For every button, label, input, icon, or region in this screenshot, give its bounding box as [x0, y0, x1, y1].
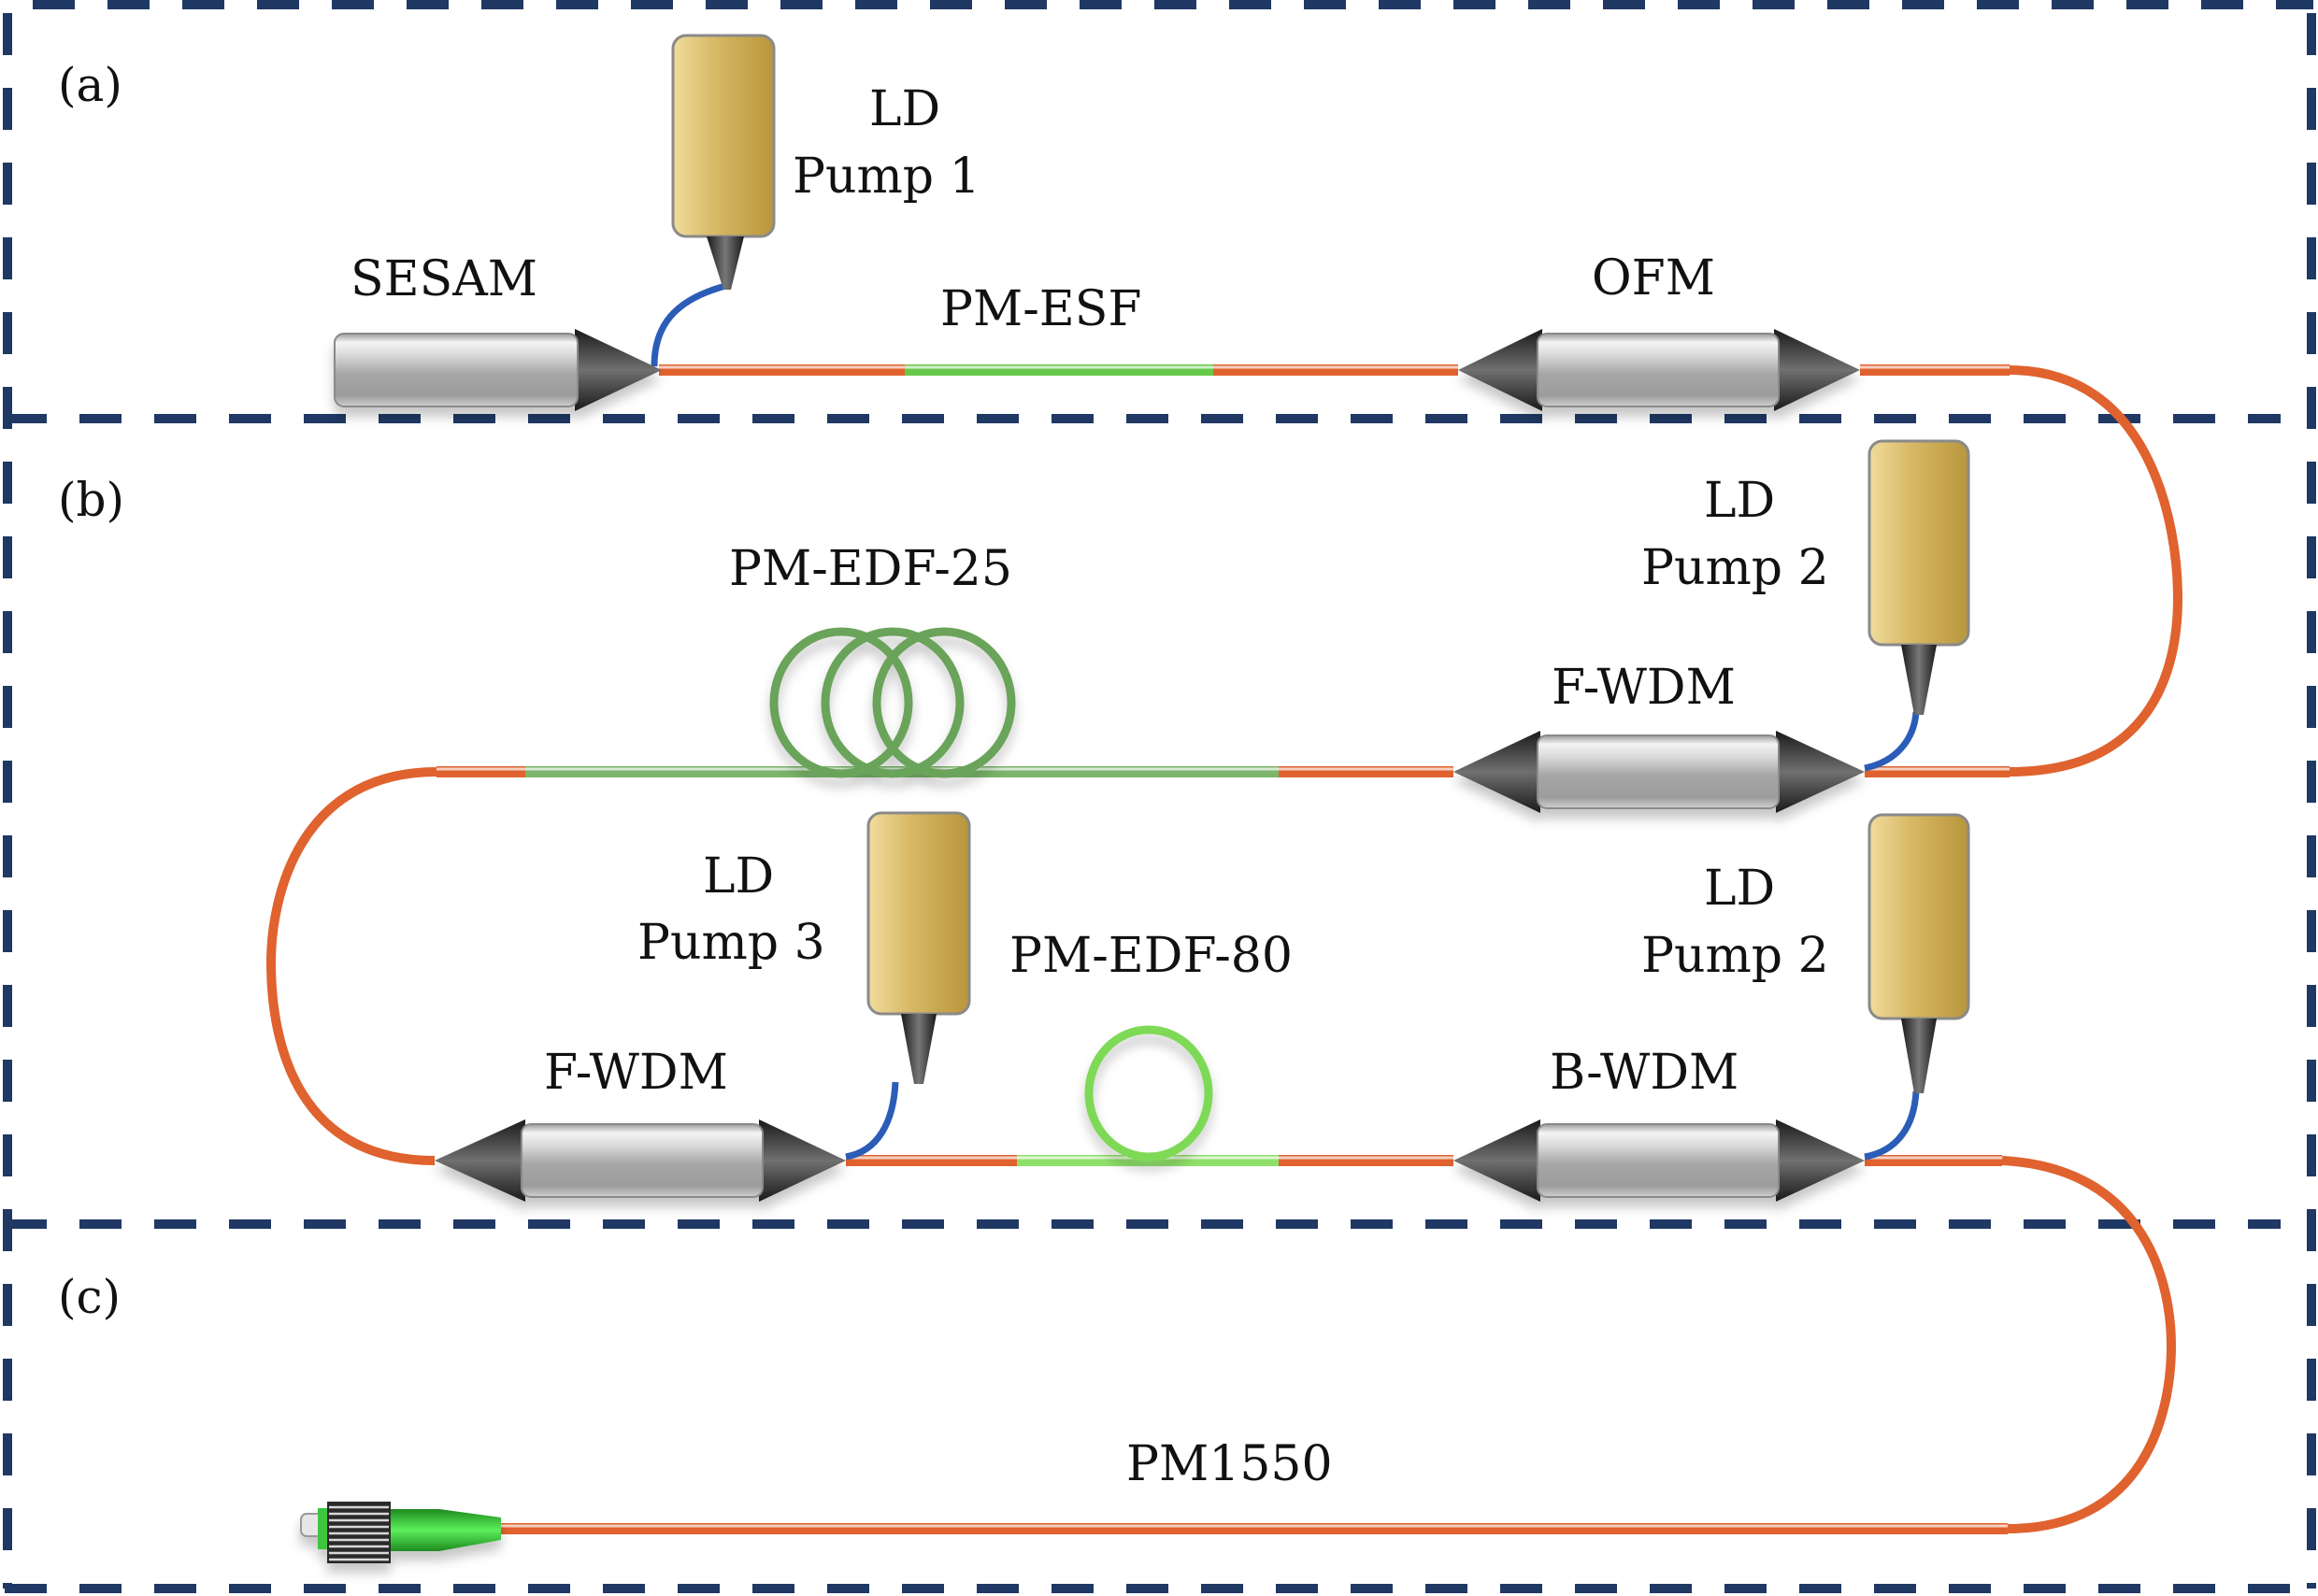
b-wdm-left-cone [1453, 1119, 1540, 1202]
panel-label-c: (c) [58, 1270, 121, 1324]
pump-3 [866, 811, 971, 1084]
pump-3-body [866, 811, 971, 1016]
pump1-pigtail [651, 281, 730, 367]
f-wdm-top-right-cone [1776, 731, 1865, 813]
pump-2-top-body [1867, 439, 1970, 647]
pump-1-body [671, 34, 776, 238]
label-pump2-bottom-line1: LD [1704, 861, 1775, 917]
fiber-loop-right-upper [2009, 365, 2183, 777]
pump-2-top-cone [1901, 645, 1937, 715]
pump-3-cone [901, 1014, 937, 1084]
pm-edf-80-coil-icon [1084, 1025, 1213, 1161]
sesam-cone [575, 329, 662, 411]
f-wdm-bottom-left-cone [435, 1119, 525, 1202]
panel-borders [3, 0, 2316, 1593]
pump-1 [671, 34, 776, 290]
fiber-loop-right-lower [2001, 1156, 2177, 1533]
label-pm-esf: PM-ESF [940, 281, 1141, 337]
connector-knurl [329, 1505, 389, 1561]
panel-label-a: (a) [58, 58, 122, 112]
ofm-left-cone [1458, 329, 1542, 411]
f-wdm-top-left-cone [1453, 731, 1540, 813]
label-pump2-top-line2: Pump 2 [1641, 540, 1829, 596]
fibers [265, 364, 2183, 1534]
pm-edf-25-coil-icon [769, 627, 1016, 778]
label-pump2-top-line1: LD [1704, 473, 1775, 529]
label-f-wdm-top: F-WDM [1552, 660, 1736, 716]
fiber-loop-left [265, 767, 437, 1165]
label-b-wdm: B-WDM [1550, 1045, 1738, 1101]
fc-connector-icon [300, 1502, 501, 1563]
f-wdm-top-device [1453, 731, 1865, 813]
f-wdm-bottom-body [521, 1123, 764, 1198]
f-wdm-top-body [1537, 734, 1780, 809]
pump-2-top [1867, 439, 1970, 715]
ofm-device [1458, 329, 1860, 411]
b-wdm-right-cone [1776, 1119, 1865, 1202]
pump-2-bottom-cone [1901, 1019, 1937, 1093]
pump2-top-pigtail [1864, 711, 1920, 772]
connector-boot [391, 1509, 501, 1551]
f-wdm-bottom-right-cone [759, 1119, 846, 1202]
b-wdm-device [1453, 1119, 1865, 1202]
label-f-wdm-bottom: F-WDM [544, 1045, 728, 1101]
label-pm-edf-25: PM-EDF-25 [729, 541, 1012, 597]
panel-label-b: (b) [58, 473, 124, 527]
label-pump1-line2: Pump 1 [793, 149, 980, 205]
b-wdm-body [1537, 1123, 1780, 1198]
ofm-right-cone [1774, 329, 1860, 411]
ofm-body [1537, 333, 1780, 407]
f-wdm-bottom-device [435, 1119, 846, 1202]
label-pump1-line1: LD [869, 81, 940, 137]
pump-2-bottom [1867, 813, 1970, 1093]
pump-pigtails [651, 281, 1920, 1161]
label-pump2-bottom-line2: Pump 2 [1641, 928, 1829, 984]
label-pm1550: PM1550 [1126, 1436, 1333, 1492]
label-sesam: SESAM [351, 251, 537, 307]
sesam-body [334, 333, 579, 407]
label-pump3-line2: Pump 3 [637, 915, 825, 971]
pump-2-bottom-body [1867, 813, 1970, 1020]
pump2-bottom-pigtail [1864, 1090, 1920, 1161]
sesam-device [334, 329, 662, 411]
label-ofm: OFM [1592, 250, 1715, 306]
label-pm-edf-80: PM-EDF-80 [1009, 928, 1293, 984]
pump-1-cone [707, 236, 744, 290]
pump3-pigtail [845, 1081, 899, 1161]
label-pump3-line1: LD [703, 848, 774, 905]
